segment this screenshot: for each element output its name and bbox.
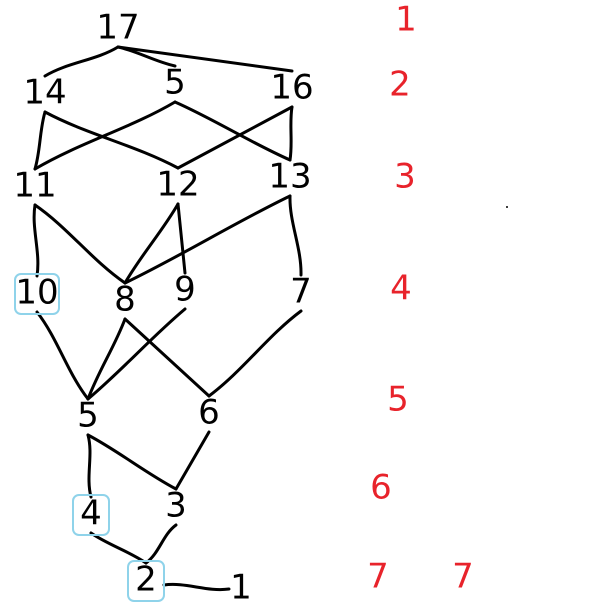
edge-n4-n2 <box>89 531 148 565</box>
edge-n7-n6 <box>207 309 303 398</box>
edge-n2-n1 <box>162 582 231 592</box>
edge-n5a-n11 <box>33 100 177 171</box>
highlight-box-n2 <box>127 560 165 602</box>
edge-n9-n5b <box>86 307 187 401</box>
node-5-top: 5 <box>164 63 186 103</box>
level-label-2: 2 <box>389 65 411 105</box>
level-label-1: 1 <box>395 0 417 40</box>
edge-n17-n14 <box>43 45 120 78</box>
edge-n8-n5b <box>86 317 127 401</box>
node-5-middle: 5 <box>77 396 99 436</box>
node-12: 12 <box>156 165 199 205</box>
edge-n12-n8 <box>123 202 180 285</box>
edge-n14-n11 <box>33 110 47 171</box>
edges-layer <box>32 45 303 592</box>
node-14: 14 <box>23 73 66 113</box>
edge-n8-n6 <box>123 317 211 398</box>
level-label-7: 7 <box>367 557 389 597</box>
edge-n12-n9 <box>176 202 187 275</box>
node-17: 17 <box>96 8 139 48</box>
edge-n11-n8 <box>33 203 127 285</box>
level-label-6: 6 <box>370 468 392 508</box>
node-3: 3 <box>165 486 187 526</box>
node-6: 6 <box>198 393 220 433</box>
stray-dot <box>506 206 508 208</box>
node-4: 4 <box>80 494 102 534</box>
highlight-box-n4 <box>72 494 110 536</box>
edge-n16-n12 <box>176 105 294 170</box>
highlight-box-n10 <box>14 273 60 315</box>
node-11: 11 <box>13 166 56 206</box>
node-16: 16 <box>270 68 313 108</box>
node-2: 2 <box>135 560 157 600</box>
edge-n5b-n4 <box>86 433 93 499</box>
edge-n14-n12 <box>43 110 180 170</box>
edge-n11-n10 <box>32 203 40 278</box>
node-13: 13 <box>268 157 311 197</box>
edge-n5b-n3 <box>86 433 178 491</box>
edge-n10-n5b <box>35 310 90 401</box>
edge-n16-n13 <box>288 105 294 162</box>
edge-n13-n8 <box>123 194 292 285</box>
node-1: 1 <box>230 568 252 608</box>
level-label-5: 5 <box>387 380 409 420</box>
edge-n5a-n13 <box>173 100 292 162</box>
edge-n6-n3 <box>174 430 211 491</box>
node-9: 9 <box>174 270 196 310</box>
edge-n13-n7 <box>288 194 303 277</box>
level-label-3: 3 <box>394 157 416 197</box>
edge-n17-n16 <box>116 45 294 73</box>
node-7: 7 <box>290 272 312 312</box>
level-label-7-extra: 7 <box>452 557 474 597</box>
edge-n3-n2 <box>144 523 178 565</box>
node-8: 8 <box>114 280 136 320</box>
level-label-4: 4 <box>390 269 412 309</box>
node-10: 10 <box>15 273 58 313</box>
highlights-layer <box>14 273 165 602</box>
